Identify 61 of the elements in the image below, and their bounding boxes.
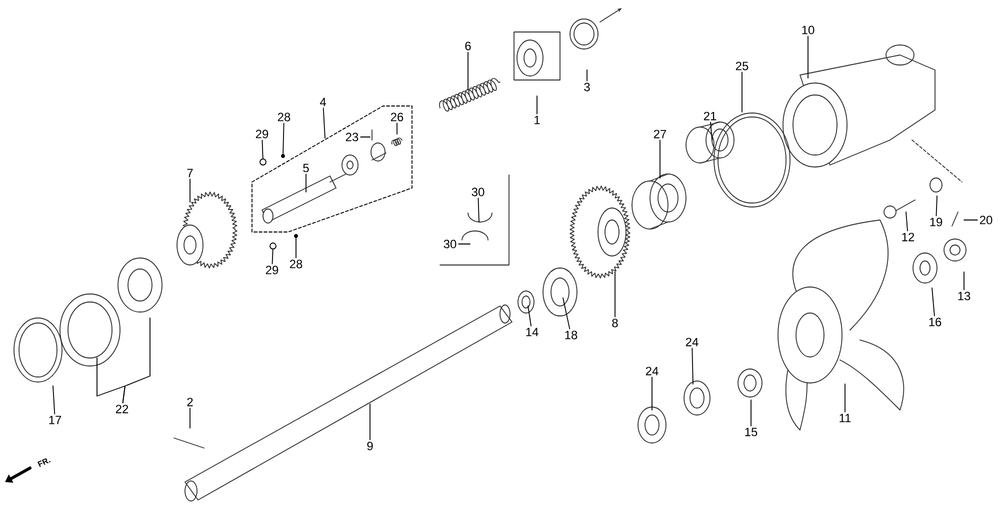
callout-number: 15: [745, 428, 758, 436]
callout-number: 13: [958, 292, 970, 300]
callout-number: 10: [802, 26, 814, 34]
leader-line: [122, 318, 150, 404]
leader-line: [586, 70, 588, 82]
callout-number: 18: [565, 330, 578, 340]
leader-line: [692, 348, 694, 384]
callout-number: 11: [840, 414, 851, 422]
callout-number: 28: [290, 260, 302, 268]
callout-number: 1: [534, 116, 540, 124]
callout-number: 6: [465, 42, 471, 50]
callout-number: 26: [390, 112, 404, 122]
pin-part: [281, 154, 285, 158]
leader-line: [750, 400, 752, 426]
leader-line: [710, 122, 712, 140]
leader-line: [562, 298, 570, 330]
callout-number: 14: [526, 328, 538, 336]
leader-line: [52, 386, 56, 414]
leader-line: [906, 212, 908, 232]
callout-number: 3: [584, 82, 590, 92]
leader-line: [936, 196, 938, 216]
callout-number: 30: [444, 240, 456, 248]
ring-part: [260, 158, 266, 166]
callout-number: 8: [612, 318, 618, 328]
callout-number: 2: [187, 398, 193, 406]
callout-number: 28: [278, 112, 290, 122]
leader-line: [360, 136, 370, 138]
leader-line: [478, 198, 480, 222]
callout-number: 12: [902, 232, 914, 242]
leader-line: [322, 108, 326, 138]
callout-number: 17: [49, 416, 62, 424]
leader-line: [844, 384, 846, 412]
leader-line: [536, 96, 538, 114]
ring-part: [270, 242, 276, 250]
callout-number: 24: [686, 338, 698, 346]
callout-number: 29: [266, 266, 278, 274]
dashed-group-outline: [252, 106, 412, 232]
callout-number: 24: [646, 366, 658, 376]
leader-line: [614, 272, 616, 318]
direction-label: FR.: [38, 458, 50, 467]
callout-number: 7: [187, 168, 193, 178]
callout-number: 30: [472, 188, 484, 196]
callout-number: 16: [929, 318, 942, 326]
pin-part: [294, 234, 298, 238]
leader-line: [396, 122, 398, 134]
callout-number: 20: [980, 216, 992, 224]
callout-number: 23: [346, 132, 358, 142]
callout-number: 25: [736, 62, 748, 70]
callout-number: 4: [320, 98, 326, 106]
callout-number: 9: [367, 442, 373, 450]
leader-line: [282, 122, 284, 154]
leader-line: [528, 306, 532, 326]
leader-line: [932, 288, 935, 316]
callout-number: 21: [704, 112, 716, 120]
leader-line: [272, 249, 274, 264]
callout-number: 22: [116, 404, 128, 414]
callout-number: 5: [303, 164, 309, 172]
leader-line: [262, 140, 264, 159]
callout-number: 27: [654, 130, 666, 138]
callout-number: 29: [256, 130, 268, 138]
callout-number: 19: [930, 218, 942, 226]
